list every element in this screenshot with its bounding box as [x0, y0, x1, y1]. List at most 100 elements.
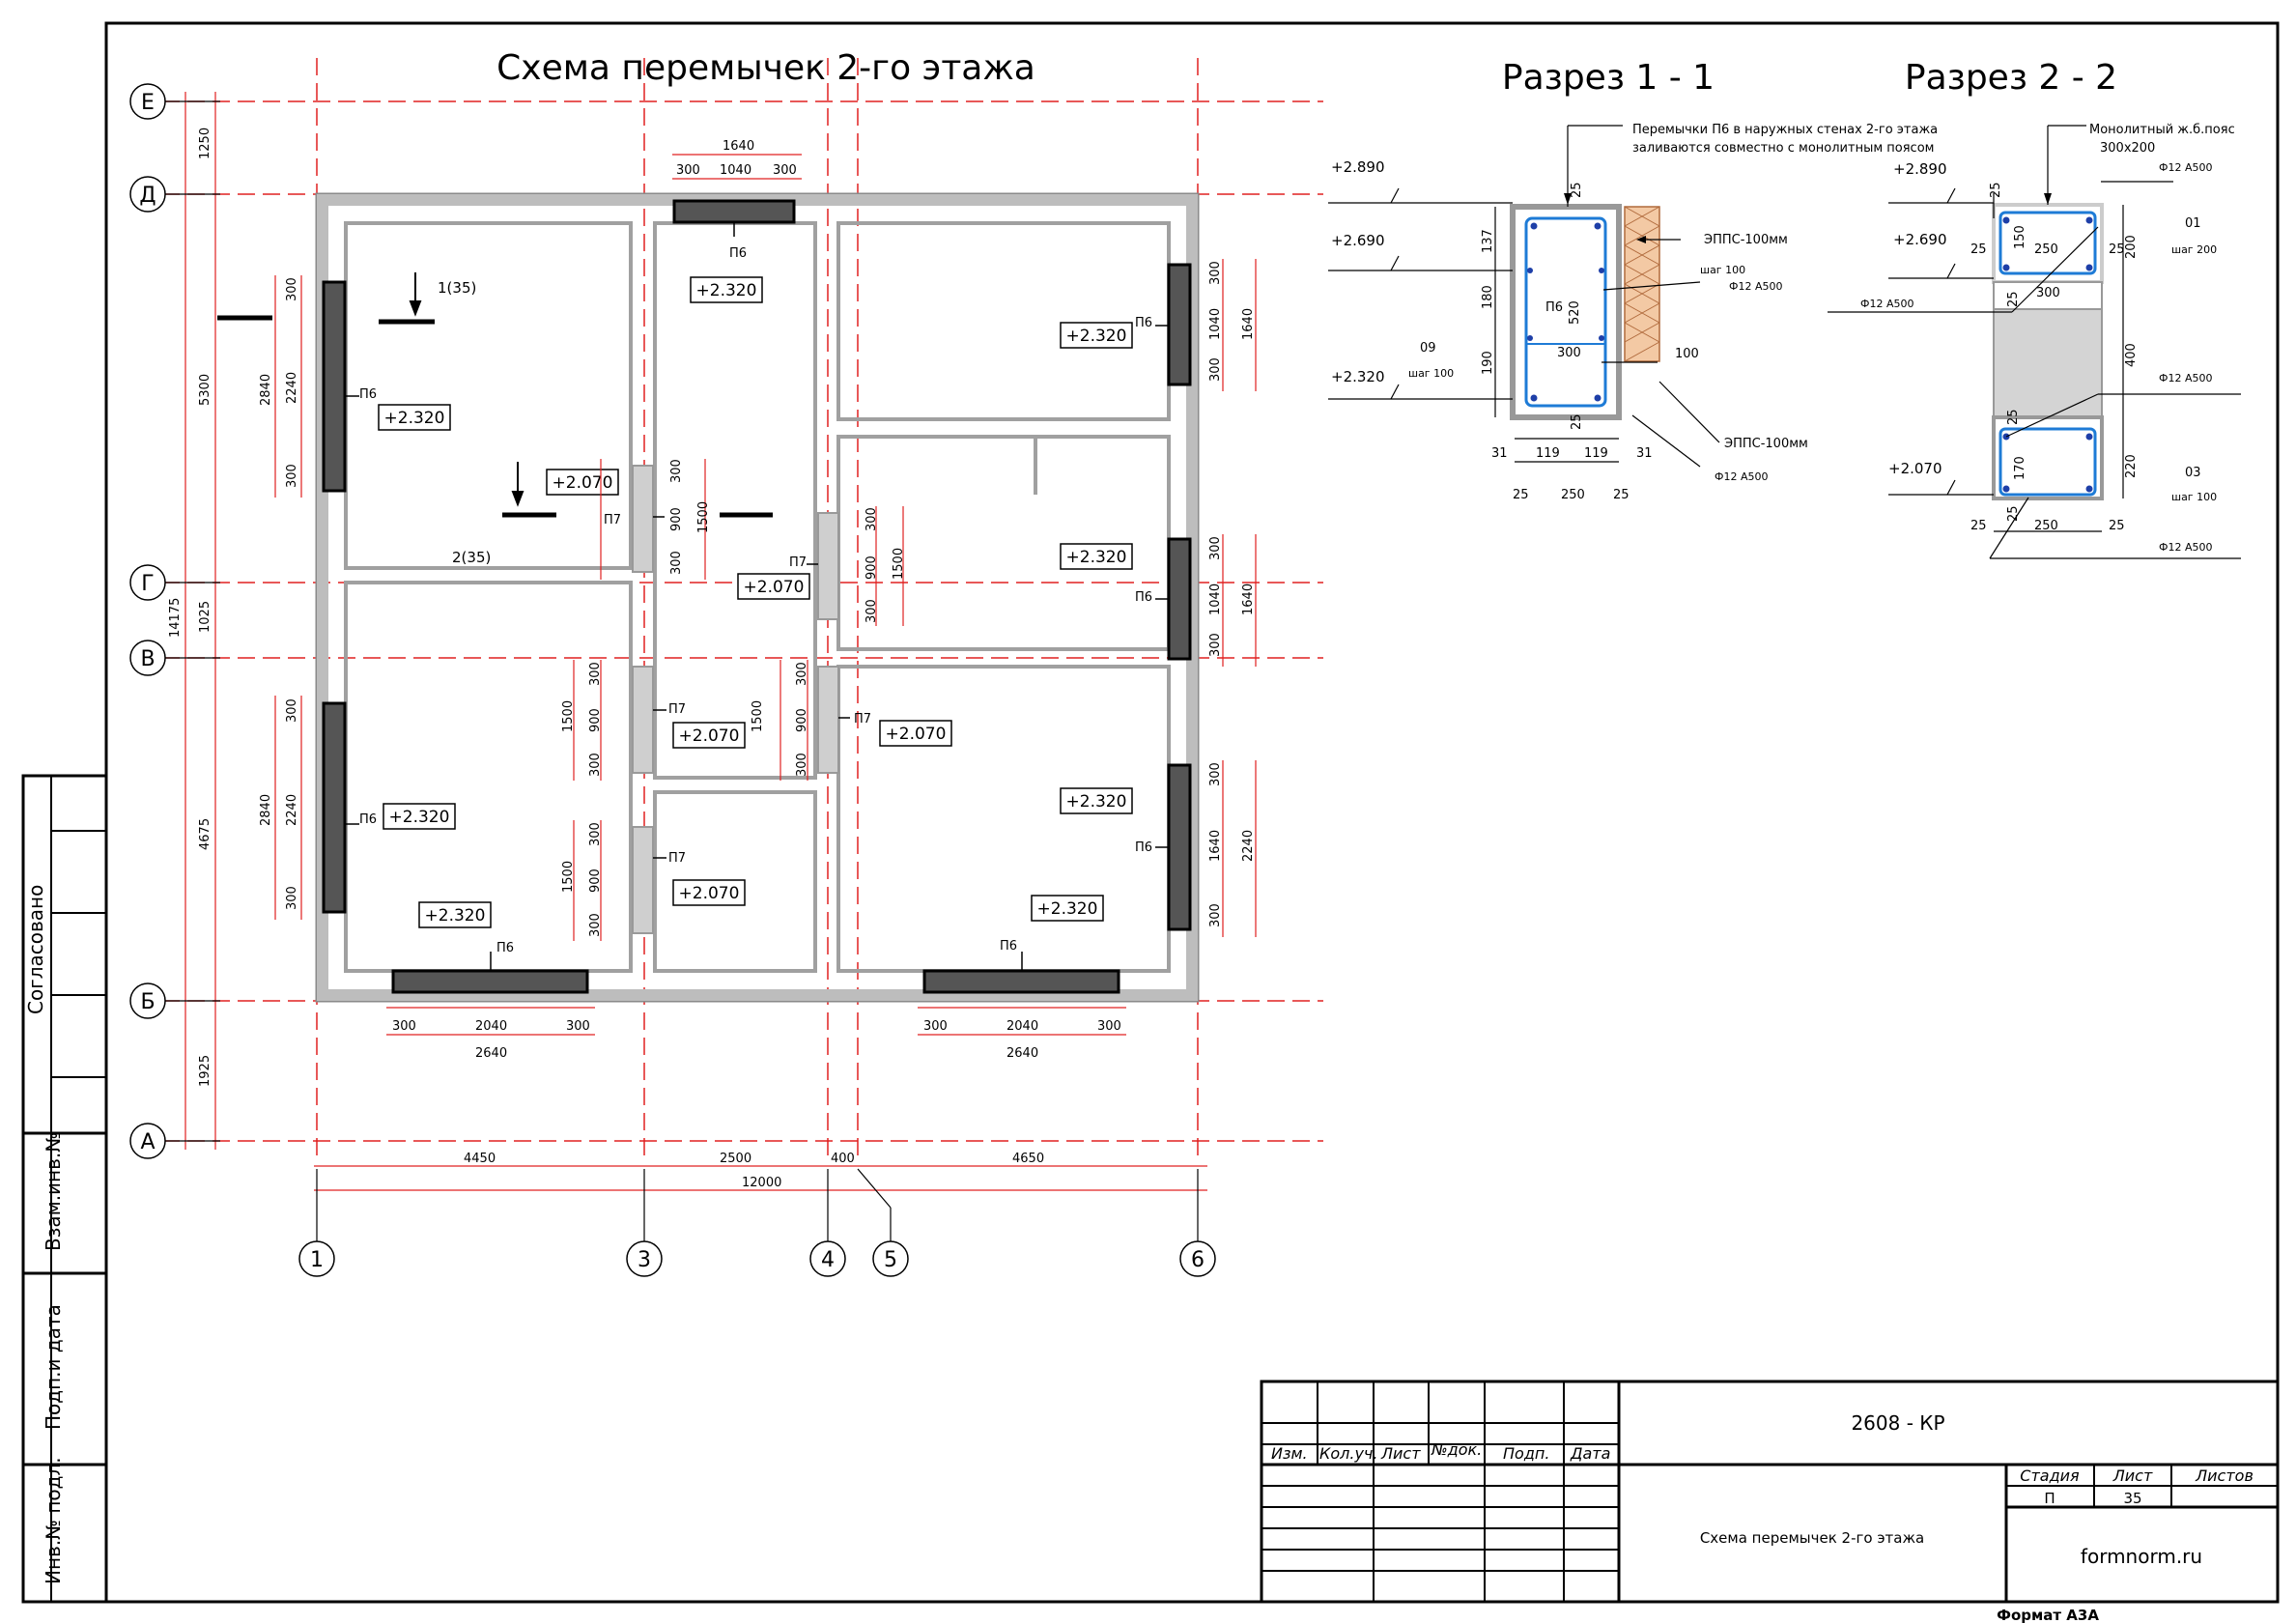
level-lbl: +2.320 [1066, 792, 1127, 812]
overall-dims: 1250 5300 14175 1025 4675 1925 4450 2500… [168, 128, 1044, 1190]
s2-level: +2.070 [1888, 460, 1942, 477]
p7-label: П7 [668, 851, 686, 866]
dim-text: 250 [1561, 488, 1585, 502]
tb-col-sign: Подп. [1503, 1444, 1549, 1463]
s1-eps: ЭППС-100мм [1724, 437, 1808, 451]
dim-text: 1640 [723, 139, 754, 154]
dim-text: 2240 [285, 372, 299, 404]
dim-text: 25 [2109, 242, 2125, 257]
stamp-agreed: Согласовано [24, 885, 47, 1014]
s1-rebar: Ф12 А500 [1715, 470, 1768, 483]
dim-text: 25 [2006, 291, 2021, 307]
p6-label: П6 [1000, 939, 1017, 954]
s1-rebar: Ф12 А500 [1729, 280, 1782, 293]
level-lbl: +2.320 [425, 906, 486, 925]
axis-number: 3 [638, 1248, 651, 1272]
dim-bottom: 4650 [1012, 1152, 1044, 1166]
dim-text: 300 [676, 163, 700, 178]
level-lbl: +2.320 [1066, 548, 1127, 567]
dim-left: 4675 [198, 818, 213, 850]
dim-text: 2040 [475, 1019, 507, 1034]
dim-text: 300 [865, 599, 879, 623]
level-lbl: +2.070 [679, 726, 740, 746]
s2-level: +2.690 [1893, 231, 1947, 248]
dim-text: 300 [1557, 346, 1581, 360]
dim-text: 2040 [1006, 1019, 1038, 1034]
dim-text: 1040 [1208, 584, 1223, 615]
stamp-sign-date: Подп.и дата [42, 1304, 65, 1430]
s2-note: Монолитный ж.б.пояс [2089, 123, 2235, 137]
dim-text: 300 [669, 551, 684, 575]
lintel-dims: 1640 300 1040 300 2840 300 2240 300 2840… [259, 139, 1256, 1061]
dim-text: 1640 [1208, 830, 1223, 862]
dim-text: 400 [2124, 343, 2139, 367]
level-texts: +2.320 +2.320 +2.320 +2.320 +2.320 +2.32… [384, 281, 1127, 925]
dim-text: 190 [1481, 351, 1495, 375]
dim-text: 1040 [1208, 308, 1223, 340]
dim-text: 25 [2006, 505, 2021, 522]
dim-text: 300 [865, 507, 879, 531]
dim-text: 119 [1536, 446, 1560, 461]
dim-text: 300 [285, 277, 299, 301]
dim-text: 300 [795, 662, 809, 686]
dim-text: 300 [795, 753, 809, 777]
dim-text: 900 [795, 708, 809, 732]
p7-label: П7 [854, 712, 871, 726]
plan-title: Схема перемычек 2-го этажа [496, 48, 1035, 88]
lintels-p7 [632, 465, 839, 934]
p6-label: П6 [359, 812, 377, 827]
dim-text: 25 [2109, 519, 2125, 533]
section2-title: Разрез 2 - 2 [1905, 58, 2117, 98]
dim-text: 900 [588, 708, 603, 732]
axis-letter: Б [140, 990, 155, 1014]
axis-number: 5 [884, 1248, 897, 1272]
level-lbl: +2.320 [1066, 327, 1127, 346]
dim-text: 300 [2036, 286, 2060, 300]
s1-level: +2.320 [1331, 368, 1385, 385]
dim-text: 1500 [751, 700, 765, 732]
dim-left: 1925 [198, 1055, 213, 1087]
s1-level: +2.890 [1331, 158, 1385, 176]
p7-label: П7 [604, 513, 621, 527]
dim-text: 300 [1208, 357, 1223, 382]
dim-text: 900 [865, 555, 879, 580]
s1-level: +2.690 [1331, 232, 1385, 249]
s1-note: заливаются совместно с монолитным поясом [1632, 141, 1934, 156]
dim-text: 300 [285, 886, 299, 910]
tb-stage-hdr: Стадия [2020, 1466, 2080, 1485]
dim-left: 5300 [198, 374, 213, 406]
dim-text: 2240 [1241, 830, 1256, 862]
dim-text: 25 [1570, 413, 1584, 430]
sheet-frame [21, 21, 2280, 1604]
dim-text: 2840 [259, 374, 273, 406]
section2-texts: +2.890 +2.690 +2.070 Монолитный ж.б.пояс… [1860, 123, 2235, 554]
dim-text: 2640 [475, 1046, 507, 1061]
tb-col-izm: Изм. [1271, 1444, 1308, 1463]
dim-text: 180 [1481, 285, 1495, 309]
dim-text: 220 [2124, 454, 2139, 478]
axis-letter: Г [141, 572, 154, 596]
s2-rebar: Ф12 А500 [2159, 541, 2212, 554]
dim-left: 1250 [198, 128, 213, 159]
dim-text: 100 [1675, 347, 1699, 361]
dim-text: 1500 [892, 548, 906, 580]
p7-label: П7 [668, 702, 686, 717]
dim-text: 1040 [720, 163, 751, 178]
dim-text: 520 [1568, 300, 1582, 325]
s2-step: шаг 100 [2171, 491, 2217, 503]
dim-text: 300 [773, 163, 797, 178]
dim-text: 2640 [1006, 1046, 1038, 1061]
axis-number: 1 [310, 1248, 324, 1272]
s1-eps: ЭППС-100мм [1704, 233, 1788, 247]
tb-sheet-title: Схема перемычек 2-го этажа [1700, 1529, 1924, 1547]
dim-text: 1500 [696, 501, 711, 533]
cut-label-1: 1(35) [438, 279, 476, 297]
dim-text: 300 [392, 1019, 416, 1034]
dim-text: 900 [669, 507, 684, 531]
dim-text: 250 [2034, 519, 2058, 533]
tb-format: Формат А3А [1997, 1607, 2099, 1623]
dim-text: 31 [1491, 446, 1508, 461]
lintel-mark-labels: П6 П6 П6 П6 П6 П6 П6 П6 П7 П7 П7 П7 П7 [359, 246, 1152, 955]
axis-labels: Е Д Г В Б А 1 3 4 5 6 [139, 91, 1205, 1272]
s2-step: шаг 200 [2171, 243, 2217, 256]
